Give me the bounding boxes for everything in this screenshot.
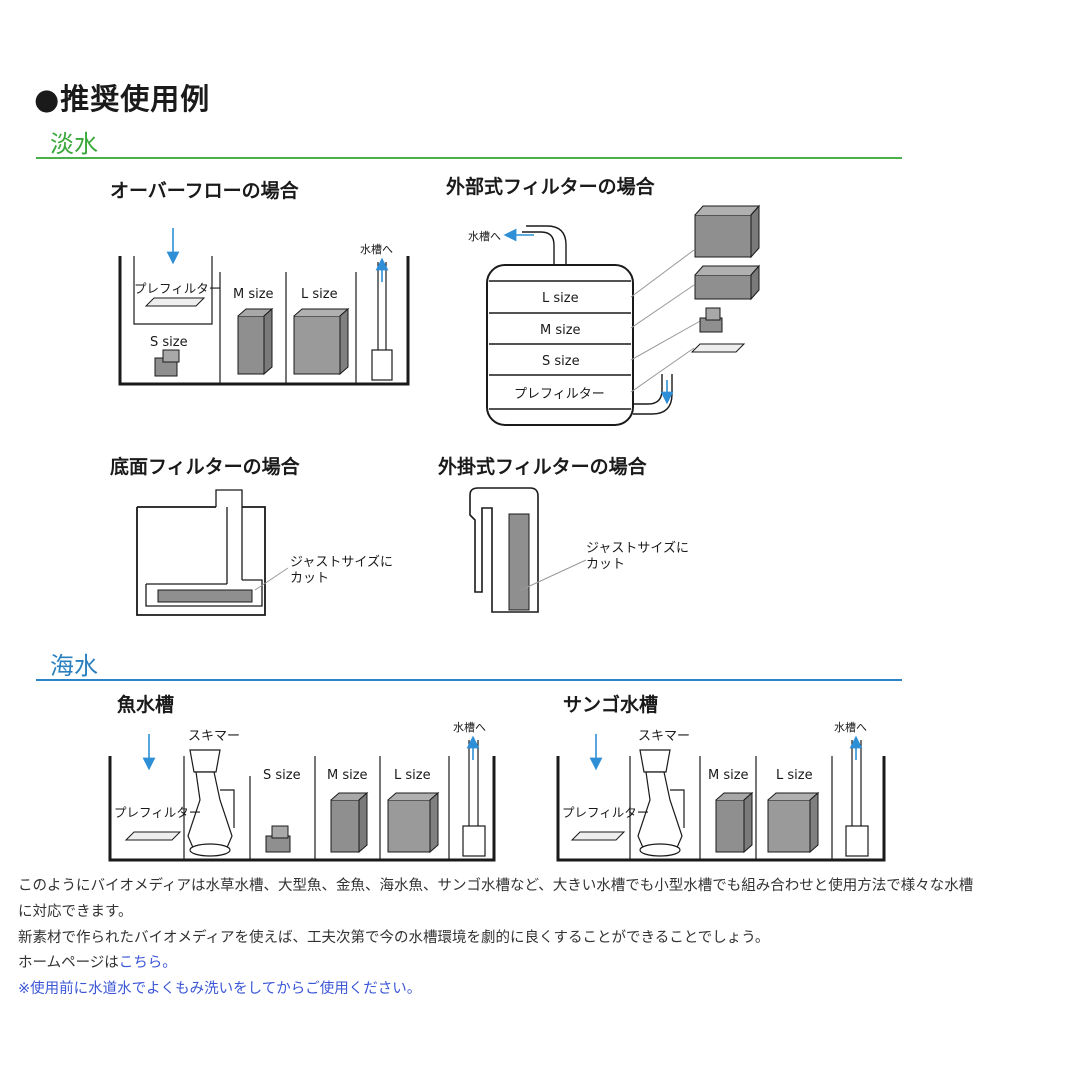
body-text-line-2: に対応できます。: [18, 904, 133, 920]
hangon-filter-diagram: [469, 487, 587, 613]
fish-skimmer-label: スキマー: [188, 729, 240, 744]
case-title-fish: 魚水槽: [117, 694, 175, 716]
body-text-line-3: 新素材で作られたバイオメディアを使えば、工夫次第で今の水槽環境を劇的に良くするこ…: [18, 930, 770, 946]
case-title-overflow: オーバーフローの場合: [110, 180, 299, 202]
usage-diagrams: プレフィルター S size M size L size 水槽へ 水槽へ L s…: [108, 204, 886, 862]
coral-l-size-label: L size: [776, 768, 813, 783]
fish-m-size-label: M size: [327, 768, 368, 783]
bottom-filter-diagram: [136, 489, 289, 616]
homepage-line: ホームページはこちら。: [18, 951, 177, 975]
homepage-link[interactable]: こちら。: [118, 955, 177, 971]
overflow-prefilter-label: プレフィルター: [134, 281, 221, 296]
overflow-to-tank-label: 水槽へ: [360, 243, 393, 256]
external-s-size-label: S size: [542, 354, 580, 369]
coral-to-tank-label: 水槽へ: [834, 721, 867, 734]
section-freshwater-heading: 淡水: [50, 130, 98, 158]
fish-tank-diagram: [108, 734, 496, 862]
usage-note: ※使用前に水道水でよくもみ洗いをしてからご使用ください。: [18, 981, 422, 997]
fish-prefilter-label: プレフィルター: [114, 805, 201, 820]
external-filter-diagram: [486, 204, 761, 426]
coral-skimmer-label: スキマー: [638, 729, 690, 744]
bottom-just-size-label-2: カット: [290, 571, 329, 586]
coral-prefilter-label: プレフィルター: [562, 805, 649, 820]
case-title-coral: サンゴ水槽: [563, 694, 659, 716]
fish-l-size-label: L size: [394, 768, 431, 783]
freshwater-divider: [36, 157, 902, 159]
coral-m-size-label: M size: [708, 768, 749, 783]
body-text-line-1: このようにバイオメディアは水草水槽、大型魚、金魚、海水魚、サンゴ水槽など、大きい…: [18, 878, 974, 894]
external-prefilter-label: プレフィルター: [514, 387, 605, 402]
hangon-just-size-label-1: ジャストサイズに: [586, 540, 689, 556]
fish-to-tank-label: 水槽へ: [453, 721, 486, 734]
case-title-bottom: 底面フィルターの場合: [110, 456, 300, 478]
external-l-size-label: L size: [542, 291, 579, 306]
fish-s-size-label: S size: [263, 768, 301, 783]
page-title: ●推奨使用例: [34, 82, 211, 116]
overflow-m-size-label: M size: [233, 287, 274, 302]
coral-tank-diagram: [556, 734, 886, 862]
case-title-external: 外部式フィルターの場合: [446, 176, 655, 198]
section-saltwater-heading: 海水: [50, 652, 98, 680]
overflow-diagram: [118, 228, 410, 386]
saltwater-divider: [36, 679, 902, 681]
case-title-hangon: 外掛式フィルターの場合: [438, 456, 647, 478]
external-m-size-label: M size: [540, 323, 581, 338]
external-to-tank-label: 水槽へ: [468, 230, 501, 243]
overflow-s-size-label: S size: [150, 335, 188, 350]
overflow-l-size-label: L size: [301, 287, 338, 302]
homepage-prefix: ホームページは: [18, 955, 119, 971]
hangon-just-size-label-2: カット: [586, 557, 625, 572]
bottom-just-size-label-1: ジャストサイズに: [290, 554, 393, 570]
